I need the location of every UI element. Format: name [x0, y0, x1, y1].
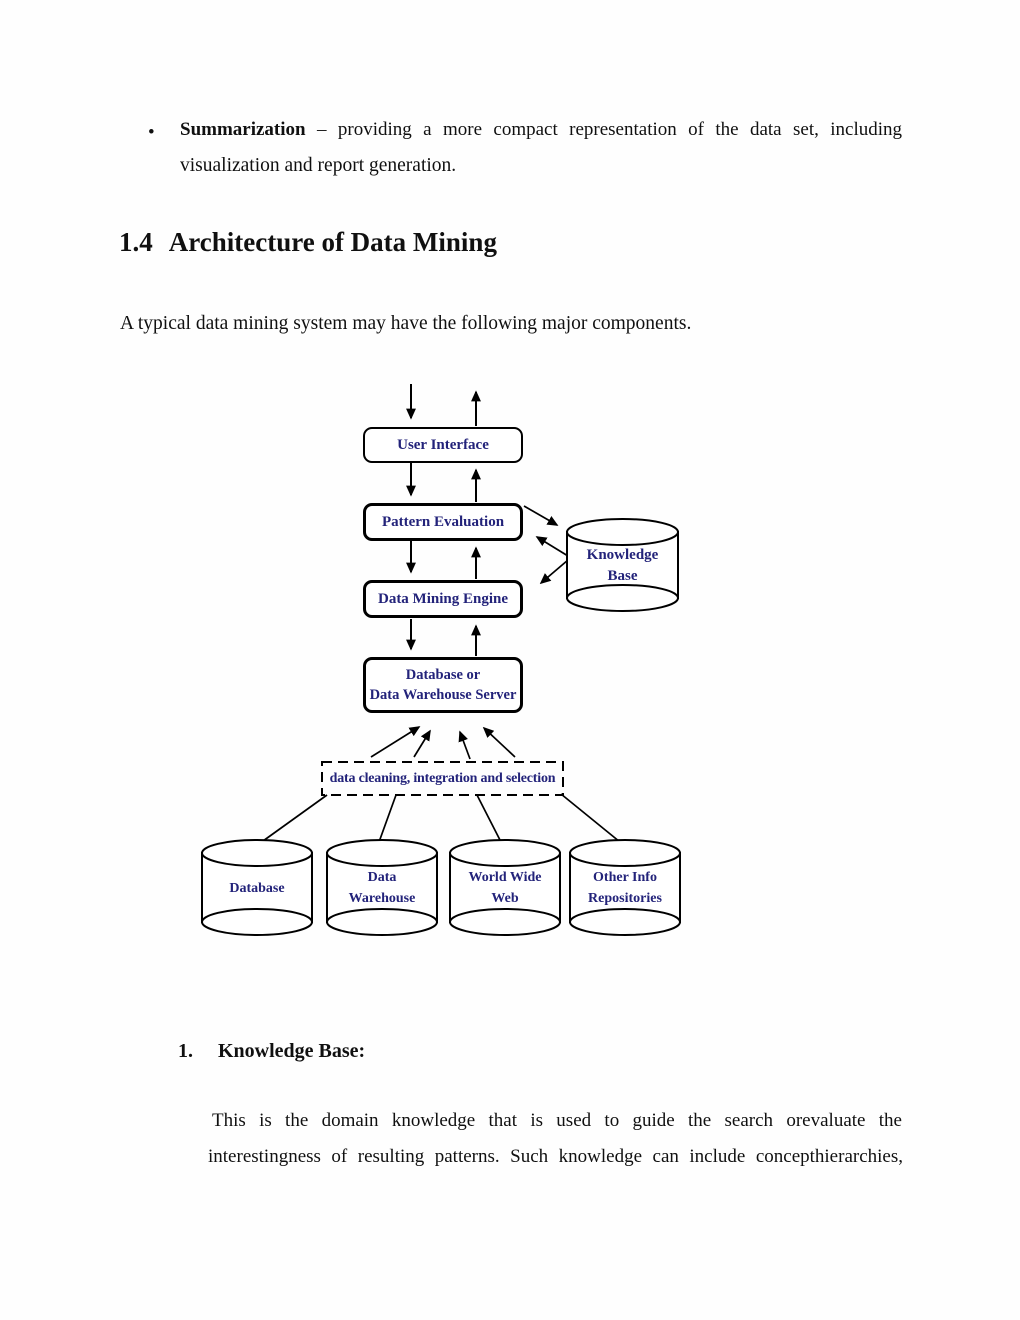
db-server-label-line1: Database or [405, 667, 481, 683]
bullet-line-1-text: – providing a more compact representatio… [305, 119, 902, 140]
data-warehouse-line1: Data [367, 870, 397, 885]
heading-number: 1.4 [119, 227, 153, 257]
heading-title: Architecture of Data Mining [168, 227, 497, 257]
bullet-term: Summarization [180, 119, 306, 140]
data-warehouse-line2: Warehouse [348, 891, 416, 906]
other-info-cylinder-label: Other Info Repositories [570, 867, 680, 909]
other-info-line2: Repositories [588, 891, 662, 906]
knowledge-base-section-heading: 1. Knowledge Base: [178, 1041, 365, 1061]
world-wide-web-cylinder-label: World Wide Web [450, 867, 560, 909]
world-wide-web-line1: World Wide [468, 870, 542, 885]
db-server-label-line2: Data Warehouse Server [369, 687, 517, 703]
user-interface-label: User Interface [397, 437, 489, 453]
world-wide-web-line2: Web [491, 891, 519, 906]
bullet-marker: • [148, 122, 155, 143]
page-title: 1.4 Architecture of Data Mining [119, 229, 497, 256]
knowledge-base-line2: Base [607, 568, 638, 584]
data-warehouse-cylinder-label: Data Warehouse [327, 867, 437, 909]
cleaning-to-source-lines [262, 793, 621, 843]
bullet-line-1: Summarization – providing a more compact… [180, 119, 902, 141]
db-server-box: Database or Data Warehouse Server [363, 657, 523, 713]
database-cylinder-label: Database [202, 878, 312, 899]
database-line1: Database [229, 881, 285, 896]
section-number: 1. [178, 1040, 193, 1062]
paragraph-line-2: interestingness of resulting patterns. S… [208, 1146, 903, 1167]
paragraph-line-1: This is the domain knowledge that is use… [212, 1110, 902, 1131]
data-mining-engine-label: Data Mining Engine [377, 591, 509, 607]
section-title: Knowledge Base: [218, 1040, 366, 1062]
bullet-line-2: visualization and report generation. [180, 155, 457, 176]
data-mining-engine-box: Data Mining Engine [363, 580, 523, 618]
data-cleaning-label: data cleaning, integration and selection [329, 771, 556, 786]
other-info-line1: Other Info [593, 870, 657, 885]
knowledge-base-arrows [523, 505, 569, 585]
user-interface-box: User Interface [363, 427, 523, 463]
cleaning-to-server-arrows [370, 726, 516, 760]
pattern-evaluation-label: Pattern Evaluation [381, 514, 505, 530]
knowledge-base-cylinder-label: Knowledge Base [567, 545, 678, 587]
pattern-evaluation-box: Pattern Evaluation [363, 503, 523, 541]
knowledge-base-line1: Knowledge [586, 547, 659, 563]
intro-sentence: A typical data mining system may have th… [120, 313, 692, 334]
